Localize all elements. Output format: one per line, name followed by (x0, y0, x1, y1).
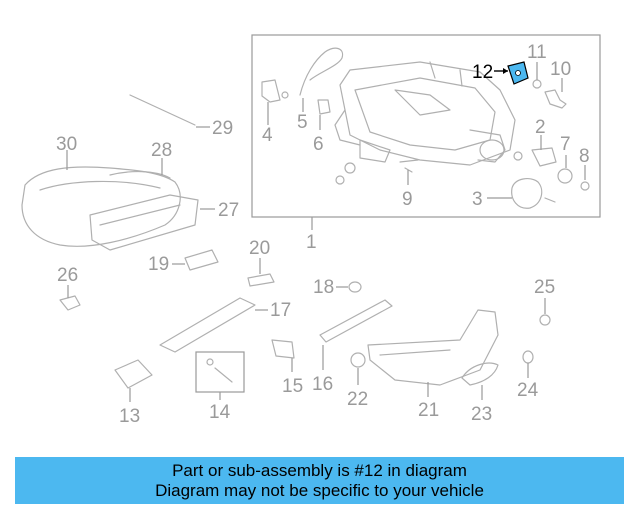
label-11: 11 (527, 42, 547, 63)
part-16-rail (319, 299, 393, 343)
part-12-highlighted (494, 61, 529, 85)
label-20: 20 (249, 238, 270, 259)
part-27-panel (89, 194, 199, 251)
part-23-lever (461, 362, 499, 386)
part-17-trim (159, 297, 256, 353)
label-30: 30 (56, 134, 77, 155)
label-25: 25 (534, 277, 555, 298)
label-28: 28 (151, 140, 172, 161)
part-18-cap (348, 281, 362, 293)
label-16: 16 (312, 374, 333, 395)
label-26: 26 (57, 265, 78, 286)
banner-line-1: Part or sub-assembly is #12 in diagram (172, 461, 467, 480)
label-22: 22 (347, 389, 368, 410)
part-24-cap (522, 350, 534, 364)
label-8: 8 (579, 146, 590, 167)
info-banner: Part or sub-assembly is #12 in diagram D… (15, 457, 624, 504)
label-27: 27 (218, 200, 239, 221)
label-23: 23 (471, 404, 492, 425)
label-3: 3 (472, 189, 483, 210)
part-29-rod (129, 94, 196, 126)
label-24: 24 (517, 380, 539, 401)
assembly-frame-box (251, 34, 601, 218)
part-25-cap (539, 314, 551, 326)
part-21-side-shield (367, 309, 499, 386)
label-9: 9 (402, 189, 413, 210)
label-17: 17 (270, 300, 291, 321)
label-13: 13 (119, 406, 140, 427)
parts-diagram: 1 2 3 4 5 6 7 8 9 10 11 12 13 14 15 16 1… (21, 34, 601, 427)
label-29: 29 (212, 118, 233, 139)
part-26-clip (59, 295, 81, 311)
label-5: 5 (297, 112, 308, 133)
label-21: 21 (418, 400, 439, 421)
part-28-pad (109, 171, 171, 179)
seat-frame-assembly (261, 47, 590, 209)
part-13-plate (114, 359, 153, 389)
part-15-bracket (271, 339, 295, 359)
label-15: 15 (282, 376, 303, 397)
label-6: 6 (313, 134, 324, 155)
label-7: 7 (560, 134, 571, 155)
part-30-cushion (21, 166, 181, 247)
part-19-bracket (184, 249, 219, 271)
label-2: 2 (535, 117, 546, 138)
label-19: 19 (148, 254, 169, 275)
label-1: 1 (306, 232, 317, 253)
label-14: 14 (209, 402, 231, 423)
label-12: 12 (472, 62, 493, 83)
banner-line-2: Diagram may not be specific to your vehi… (155, 481, 484, 500)
part-22-knob (350, 352, 366, 368)
label-4: 4 (262, 125, 273, 146)
label-18: 18 (313, 277, 334, 298)
label-10: 10 (550, 59, 571, 80)
part-20-cover (247, 273, 275, 287)
